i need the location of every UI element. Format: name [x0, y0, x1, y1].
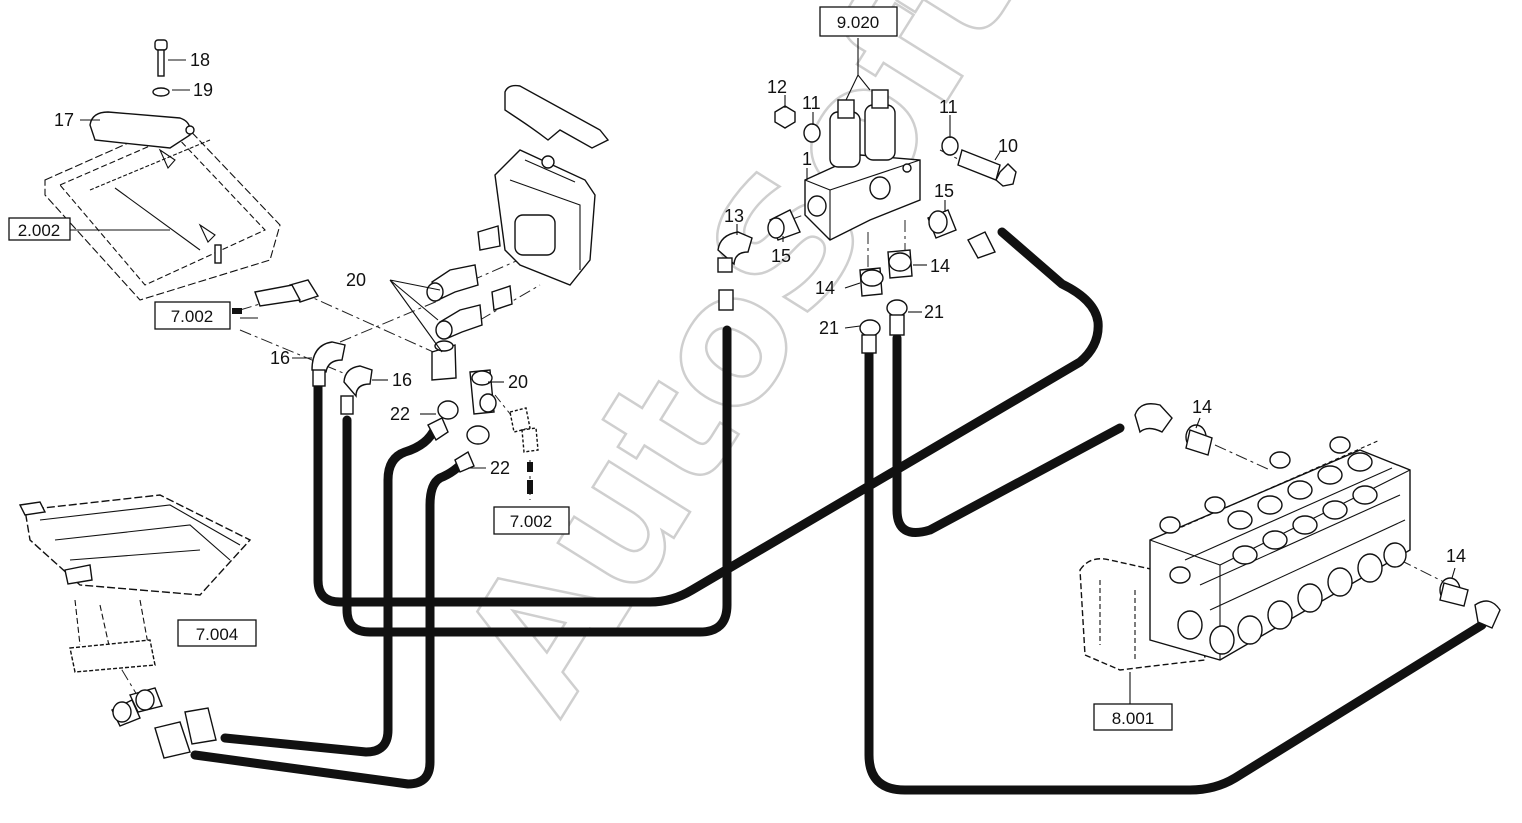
- floor-panel-7004: [18, 494, 252, 759]
- hose-16-left: [313, 227, 1103, 607]
- ref-box-7002-bottom: 7.002: [493, 506, 570, 535]
- label-14-bank-right: 14: [1446, 546, 1466, 566]
- label-11-left: 11: [802, 93, 821, 113]
- label-22-bottom: 22: [490, 458, 510, 478]
- ref-box-7004: 7.004: [177, 619, 257, 647]
- reference-boxes: 9.020 2.002 7.002 7.002 7.004 8.001: [8, 6, 1173, 731]
- label-15-left: 15: [771, 246, 791, 266]
- part-number-labels: 18 19 17 12 11 1 11 10 13 15 15 14 14 21…: [54, 50, 1466, 566]
- fittings-20: [254, 264, 539, 453]
- ref-7002-left: 7.002: [171, 307, 214, 326]
- ref-box-8001: 8.001: [1093, 703, 1173, 731]
- fittings-13-14-15-21: [717, 209, 996, 354]
- hose-21-right: [892, 333, 1125, 537]
- label-14-left: 14: [815, 278, 835, 298]
- label-12: 12: [767, 77, 787, 97]
- ref-box-9020: 9.020: [819, 6, 898, 37]
- hose-22-right: [190, 455, 470, 789]
- label-18: 18: [190, 50, 210, 70]
- ref-box-2002: 2.002: [8, 217, 71, 241]
- label-17: 17: [54, 110, 74, 130]
- hose-22-left: [220, 423, 440, 757]
- label-14-bank-top: 14: [1192, 397, 1212, 417]
- ref-8001: 8.001: [1112, 709, 1155, 728]
- leader-lines: [70, 59, 1456, 705]
- ref-9020: 9.020: [837, 13, 880, 32]
- ref-2002: 2.002: [18, 221, 61, 240]
- label-21-right: 21: [924, 302, 944, 322]
- ref-7004: 7.004: [196, 625, 239, 644]
- dash-bars: [232, 308, 533, 494]
- panel-assembly-2002: [44, 39, 281, 301]
- ref-box-7002-left: 7.002: [154, 301, 231, 330]
- label-14-right: 14: [930, 256, 950, 276]
- label-20-bottom: 20: [508, 372, 528, 392]
- label-16-left: 16: [270, 348, 290, 368]
- label-13: 13: [724, 206, 744, 226]
- hose-16-right: [342, 325, 732, 637]
- label-19: 19: [193, 80, 213, 100]
- solenoid-valve-block: [774, 38, 1017, 241]
- ref-7002-bottom: 7.002: [510, 512, 553, 531]
- label-21-left: 21: [819, 318, 839, 338]
- label-20-top: 20: [346, 270, 366, 290]
- hose-lines: [190, 227, 1487, 795]
- hose-21-left: [864, 347, 1487, 795]
- label-11-right: 11: [939, 97, 958, 117]
- control-valve-assembly: [477, 84, 610, 311]
- label-1: 1: [802, 149, 812, 169]
- label-10: 10: [998, 136, 1018, 156]
- fittings-16: [311, 341, 475, 473]
- label-16-right: 16: [392, 370, 412, 390]
- label-22-top: 22: [390, 404, 410, 424]
- valve-bank-8001: [1079, 436, 1411, 671]
- fittings-14-bank: [1134, 403, 1501, 629]
- label-15-right: 15: [934, 181, 954, 201]
